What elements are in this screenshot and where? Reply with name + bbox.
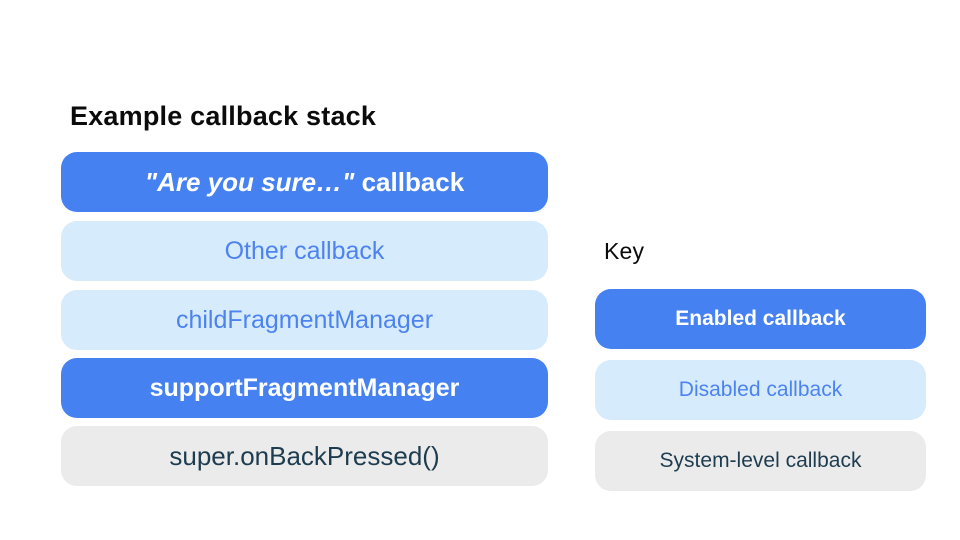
stack-item-are-you-sure-callback: "Are you sure…" callback (61, 152, 548, 212)
stack-item-label-italic-part: "Are you sure…" (144, 166, 355, 197)
key-item-disabled-callback: Disabled callback (595, 360, 926, 420)
stack-item-label: super.onBackPressed() (169, 440, 440, 471)
stack-item-label: "Are you sure…" callback (145, 167, 464, 198)
key-item-system-level-callback: System-level callback (595, 431, 926, 491)
key-item-label: Disabled callback (678, 378, 843, 401)
key-item-enabled-callback: Enabled callback (595, 289, 926, 349)
key-title: Key (604, 238, 645, 264)
stack-item-support-fragment-manager: supportFragmentManager (61, 358, 548, 418)
stack-item-other-callback: Other callback (61, 221, 548, 281)
stack-title: Example callback stack (70, 101, 377, 131)
stack-item-label: childFragmentManager (175, 305, 434, 334)
key-item-label: Enabled callback (675, 307, 846, 330)
stack-item-label: Other callback (224, 236, 385, 265)
stack-item-label-rest-part: callback (354, 166, 465, 197)
stack-item-label: supportFragmentManager (149, 373, 460, 402)
key-item-label: System-level callback (659, 449, 862, 472)
stack-item-child-fragment-manager: childFragmentManager (61, 290, 548, 350)
stack-item-super-on-back-pressed: super.onBackPressed() (61, 426, 548, 486)
